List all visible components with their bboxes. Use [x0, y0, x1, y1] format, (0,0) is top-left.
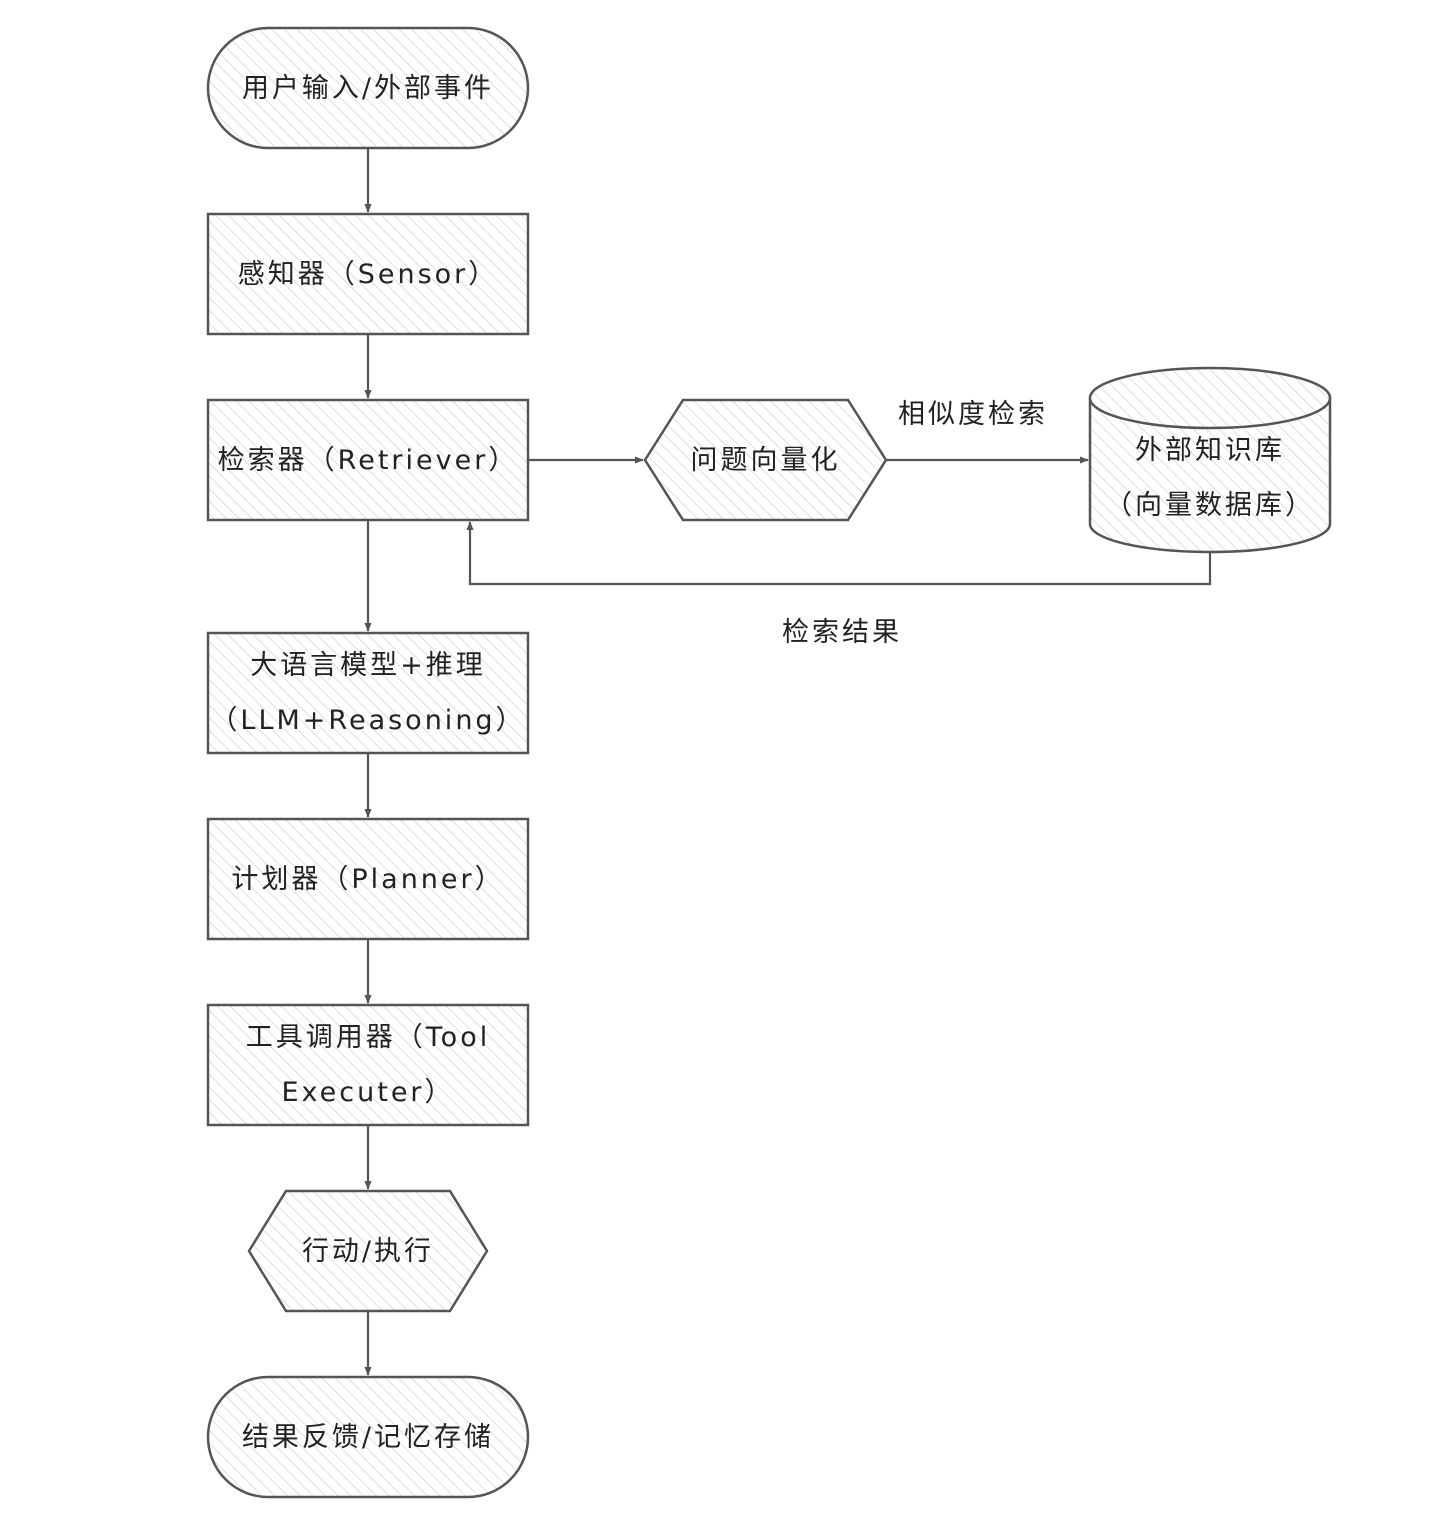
node-retriever-shape[interactable]: [206, 398, 530, 522]
node-tool-executer-shape[interactable]: [206, 1003, 530, 1127]
node-retriever-text: 检索器（Retriever）: [217, 444, 519, 476]
node-planner-shape[interactable]: [206, 817, 530, 941]
node-feedback-label: 结果反馈/记忆存储: [208, 1377, 528, 1497]
node-vectorize-text: 问题向量化: [690, 444, 841, 476]
node-planner-text: 计划器（Planner）: [231, 863, 505, 895]
node-input-label: 用户输入/外部事件: [208, 28, 528, 148]
node-planner-label: 计划器（Planner）: [208, 819, 528, 939]
node-feedback-shape[interactable]: [206, 1375, 530, 1499]
node-vectorize-shape[interactable]: [643, 398, 888, 522]
node-knowledge-base-label: 外部知识库 （向量数据库）: [1090, 418, 1330, 538]
node-input-text: 用户输入/外部事件: [241, 72, 495, 104]
node-llm-line1: 大语言模型+推理: [250, 650, 486, 681]
node-sensor-label: 感知器（Sensor）: [208, 214, 528, 334]
node-action-shape[interactable]: [247, 1189, 489, 1313]
edge-knowledge-base-to-retriever: [466, 521, 1212, 586]
node-knowledge-base-line2: （向量数据库）: [1105, 490, 1315, 521]
node-action-text: 行动/执行: [301, 1235, 435, 1267]
node-retriever-label: 检索器（Retriever）: [208, 400, 528, 520]
node-tool-executer-line1: 工具调用器（Tool: [245, 1022, 491, 1053]
node-llm-shape[interactable]: [206, 631, 530, 755]
edge-similarity-search-label: 相似度检索: [898, 399, 1048, 430]
node-action-label: 行动/执行: [249, 1191, 487, 1311]
node-llm-line2: （LLM+Reasoning）: [210, 705, 526, 736]
node-feedback-text: 结果反馈/记忆存储: [241, 1421, 495, 1453]
node-tool-executer-line2: Executer）: [281, 1077, 455, 1108]
node-tool-executer-label: 工具调用器（Tool Executer）: [208, 1005, 528, 1125]
node-vectorize-label: 问题向量化: [645, 400, 886, 520]
node-sensor-text: 感知器（Sensor）: [237, 258, 499, 290]
edge-retrieval-result-label: 检索结果: [782, 617, 902, 648]
node-sensor-shape[interactable]: [206, 212, 530, 336]
node-knowledge-base-line1: 外部知识库: [1135, 435, 1285, 466]
node-llm-label: 大语言模型+推理 （LLM+Reasoning）: [208, 633, 528, 753]
